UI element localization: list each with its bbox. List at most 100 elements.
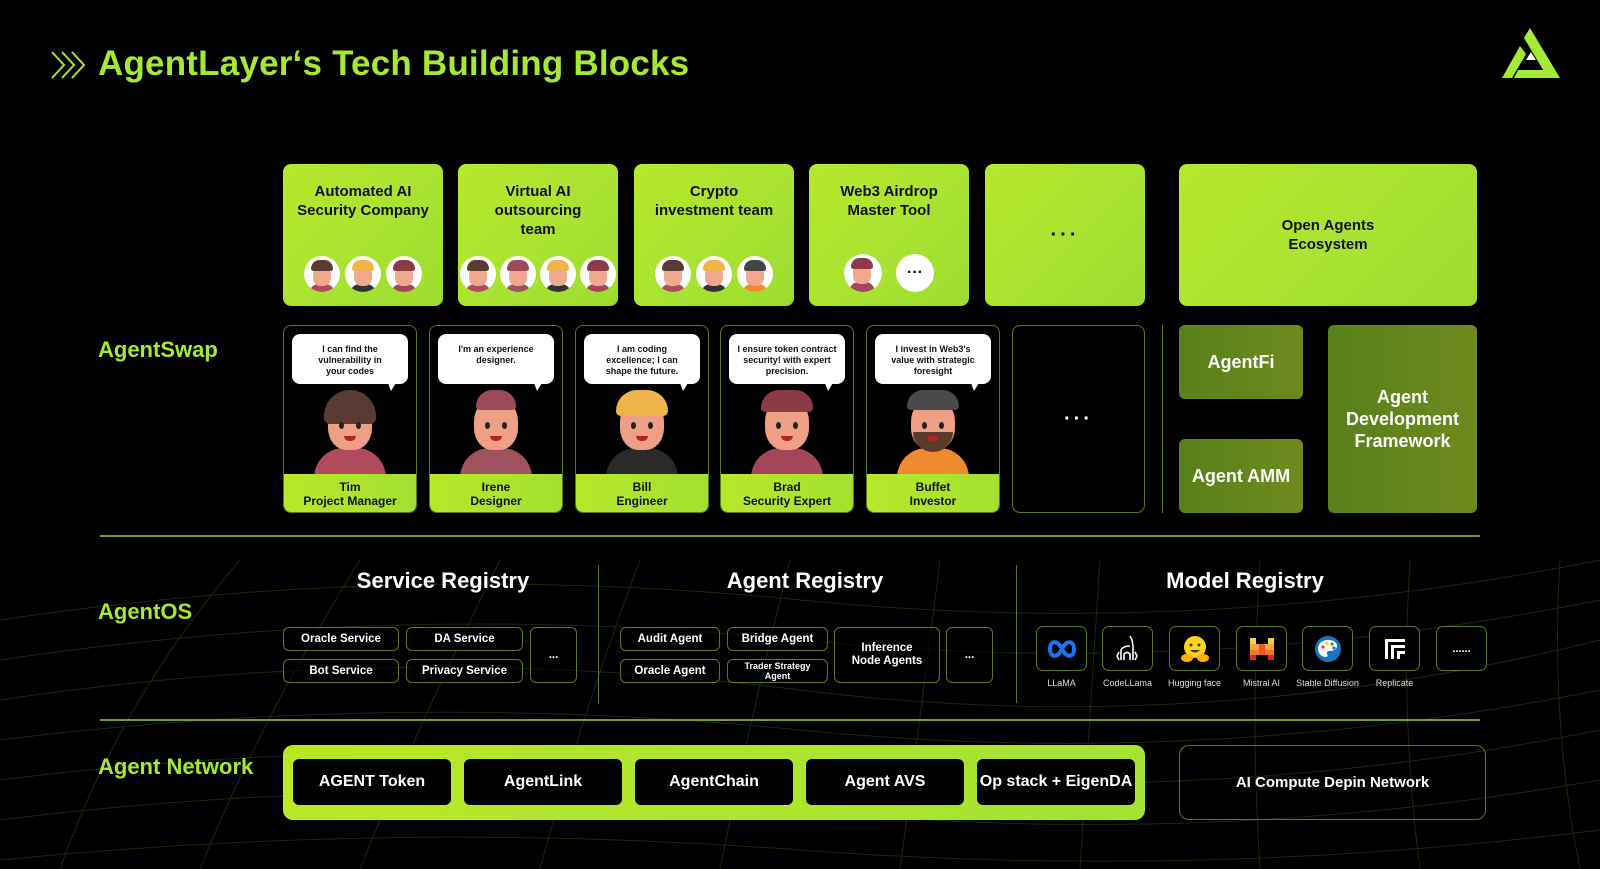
hugging-face-icon <box>1180 635 1209 662</box>
service-item[interactable]: DA Service <box>406 627 523 651</box>
agent-registry-title: Agent Registry <box>726 568 884 593</box>
agent-item[interactable]: Bridge Agent <box>727 627 828 651</box>
network-item-agent-avs[interactable]: Agent AVS <box>806 759 964 805</box>
avatar-bill <box>345 256 381 292</box>
speech-bubble: I invest in Web3's value with strategic … <box>875 334 991 391</box>
avatar-bill <box>602 388 682 478</box>
model-label: Hugging face <box>1167 678 1222 688</box>
team-avatars <box>283 256 443 292</box>
avatar-irene <box>456 388 536 478</box>
layer-label-agent-network: Agent Network <box>98 754 254 779</box>
agent-role: Investor <box>909 494 957 508</box>
layer-label-agentswap: AgentSwap <box>98 337 218 362</box>
more-members-button[interactable]: ··· <box>896 254 934 292</box>
avatar-bill <box>696 256 732 292</box>
model-more[interactable]: ...... <box>1436 626 1487 671</box>
model-llama[interactable] <box>1036 626 1087 671</box>
agent-name: Tim <box>339 480 361 494</box>
service-registry-title: Service Registry <box>356 568 530 593</box>
team-card-title: Automated AI Security Company <box>297 183 429 219</box>
agent-card-more[interactable]: ··· <box>1012 325 1145 513</box>
agent-card-tim[interactable]: I can find the vulnerability in your cod… <box>283 325 417 513</box>
model-stable-diffusion[interactable] <box>1302 626 1353 671</box>
agent-card-buffet[interactable]: I invest in Web3's value with strategic … <box>866 325 1000 513</box>
agent-name: Bill <box>632 480 652 494</box>
speech-bubble: I can find the vulnerability in your cod… <box>292 334 408 391</box>
team-card[interactable]: Web3 Airdrop Master Tool ··· <box>809 164 969 306</box>
network-item-agent-token[interactable]: AGENT Token <box>293 759 451 805</box>
team-card[interactable]: Virtual AI outsourcing team <box>458 164 618 306</box>
agent-footer: Tim Project Manager <box>284 474 416 512</box>
agent-name: Irene <box>481 480 511 494</box>
divider <box>1162 325 1163 513</box>
speech-bubble: I am coding excellence; I can shape the … <box>584 334 700 391</box>
divider <box>1016 565 1017 703</box>
palette-icon <box>1314 635 1341 662</box>
agent-item[interactable]: Audit Agent <box>620 627 720 651</box>
divider <box>598 565 599 703</box>
network-item-agentchain[interactable]: AgentChain <box>635 759 793 805</box>
model-label: Stable Diffusion <box>1296 678 1359 688</box>
ecosystem-title: Open Agents Ecosystem <box>1281 217 1375 253</box>
agentfi-box[interactable]: AgentFi <box>1179 325 1303 399</box>
avatar-brad <box>844 254 882 292</box>
avatar-bill <box>540 256 576 292</box>
service-more[interactable]: ... <box>530 627 577 683</box>
team-card-more[interactable]: ··· <box>985 164 1145 306</box>
team-avatars <box>634 256 794 292</box>
agent-item[interactable]: Trader Strategy Agent <box>727 659 828 683</box>
chevrons-icon <box>51 51 86 79</box>
network-item-agentlink[interactable]: AgentLink <box>464 759 622 805</box>
agent-role: Engineer <box>616 494 668 508</box>
model-label: Replicate <box>1375 678 1414 688</box>
agent-item[interactable]: Oracle Agent <box>620 659 720 683</box>
avatar-brad <box>386 256 422 292</box>
model-label: CodeLLama <box>1102 678 1153 688</box>
mistral-icon <box>1249 637 1274 660</box>
model-registry-title: Model Registry <box>1166 568 1324 593</box>
team-card[interactable]: Automated AI Security Company <box>283 164 443 306</box>
avatar-brad <box>747 388 827 478</box>
network-item-op-stack-eigenda[interactable]: Op stack + EigenDA <box>977 759 1135 805</box>
agent-role: Security Expert <box>742 494 832 508</box>
more-dots: ··· <box>1064 407 1093 430</box>
avatar-tim <box>655 256 691 292</box>
model-mistral-ai[interactable] <box>1236 626 1287 671</box>
agent-role: Designer <box>470 494 522 508</box>
agent-role: Project Manager <box>303 494 397 508</box>
team-card-title: Virtual AI outsourcing team <box>494 183 582 238</box>
avatar-buffet <box>737 256 773 292</box>
agentlayer-logo-icon <box>1502 28 1560 78</box>
avatar-tim <box>460 256 496 292</box>
agent-footer: Irene Designer <box>430 474 562 512</box>
team-avatars <box>458 256 618 292</box>
open-agents-ecosystem-card[interactable]: Open Agents Ecosystem <box>1179 164 1477 306</box>
avatar-irene <box>500 256 536 292</box>
replicate-icon <box>1384 638 1405 659</box>
agent-name: Brad <box>773 480 801 494</box>
avatar-tim <box>310 388 390 478</box>
agent-name: Buffet <box>915 480 951 494</box>
agent-development-framework-box[interactable]: Agent Development Framework <box>1328 325 1477 513</box>
section-divider <box>100 535 1480 537</box>
agent-card-brad[interactable]: I ensure token contract security! with e… <box>720 325 854 513</box>
model-hugging-face[interactable] <box>1169 626 1220 671</box>
avatar-tim <box>304 256 340 292</box>
model-codellama[interactable] <box>1102 626 1153 671</box>
team-card[interactable]: Crypto investment team <box>634 164 794 306</box>
page-title: AgentLayer‘s Tech Building Blocks <box>98 44 690 83</box>
model-label: Mistral AI <box>1242 678 1280 688</box>
service-item[interactable]: Oracle Service <box>283 627 399 651</box>
service-item[interactable]: Bot Service <box>283 659 399 683</box>
agent-amm-box[interactable]: Agent AMM <box>1179 439 1303 513</box>
ai-compute-depin-network[interactable]: AI Compute Depin Network <box>1179 745 1486 820</box>
agent-card-bill[interactable]: I am coding excellence; I can shape the … <box>575 325 709 513</box>
agent-item[interactable]: Inference Node Agents <box>834 627 940 683</box>
model-replicate[interactable] <box>1369 626 1420 671</box>
agent-more[interactable]: ... <box>946 627 993 683</box>
avatar-brad <box>580 256 616 292</box>
agent-card-irene[interactable]: I'm an experience designer. Irene Design… <box>429 325 563 513</box>
service-item[interactable]: Privacy Service <box>406 659 523 683</box>
speech-bubble: I'm an experience designer. <box>438 334 554 391</box>
section-divider <box>100 719 1480 721</box>
